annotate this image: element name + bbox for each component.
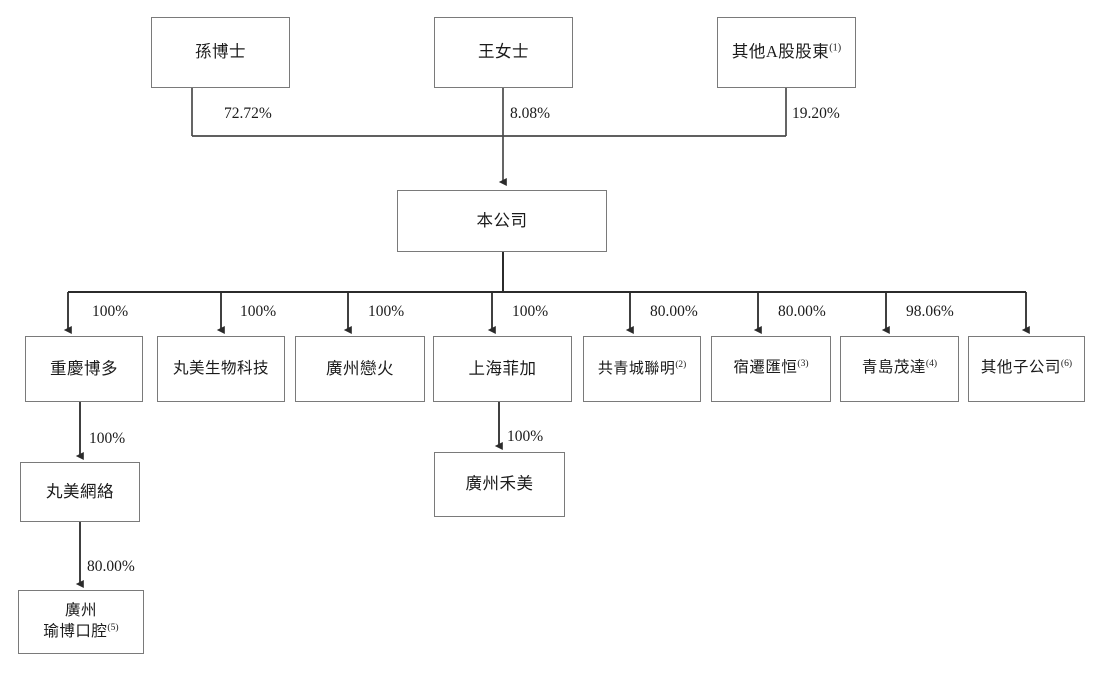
node-chongqing-boduo[interactable]: 重慶博多 bbox=[25, 336, 143, 402]
footnote-marker: (5) bbox=[107, 621, 119, 633]
node-label: 重慶博多 bbox=[50, 358, 118, 378]
node-label: 王女士 bbox=[478, 42, 529, 62]
edge-label-company-to-qingdao-maoda: 98.06% bbox=[906, 303, 954, 320]
node-label: 孫博士 bbox=[195, 42, 246, 62]
footnote-marker: (4) bbox=[925, 358, 938, 370]
edge-label-marubi-network-to-yubo: 80.00% bbox=[87, 558, 135, 575]
edge-label-sun-to-company: 72.72% bbox=[224, 105, 272, 122]
footnote-marker: (6) bbox=[1060, 358, 1073, 370]
edge-label-company-to-suqian-huiheng: 80.00% bbox=[778, 303, 826, 320]
node-wang-madam[interactable]: 王女士 bbox=[434, 17, 573, 88]
node-guangzhou-hemei[interactable]: 廣州禾美 bbox=[434, 452, 565, 517]
node-gongqingcheng-lianming[interactable]: 共青城聯明(2) bbox=[583, 336, 701, 402]
edge-label-chongqing-to-marubi-network: 100% bbox=[89, 430, 126, 447]
node-label: 上海菲加 bbox=[468, 358, 537, 378]
node-label: 廣州戀火 bbox=[326, 358, 394, 378]
node-label: 丸美生物科技 bbox=[172, 359, 269, 377]
node-label: 其他A股股東 bbox=[731, 42, 830, 62]
node-label: 宿遷匯恒 bbox=[733, 359, 798, 377]
node-label: 其他子公司 bbox=[980, 359, 1061, 377]
node-label: 本公司 bbox=[476, 210, 528, 230]
node-suqian-huiheng[interactable]: 宿遷匯恒(3) bbox=[711, 336, 831, 402]
node-guangzhou-lianhuo[interactable]: 廣州戀火 bbox=[295, 336, 425, 402]
edge-label-wang-to-company: 8.08% bbox=[510, 105, 551, 122]
node-label: 廣州 瑜博口腔 bbox=[43, 602, 108, 641]
node-sun-doctor[interactable]: 孫博士 bbox=[151, 17, 290, 88]
node-label: 共青城聯明 bbox=[597, 360, 676, 377]
edge-label-company-to-chongqing-boduo: 100% bbox=[92, 303, 129, 320]
node-other-a-share-holders[interactable]: 其他A股股東(1) bbox=[717, 17, 856, 88]
node-label: 廣州禾美 bbox=[465, 474, 534, 494]
node-shanghai-feijia[interactable]: 上海菲加 bbox=[433, 336, 572, 402]
footnote-marker: (3) bbox=[797, 358, 809, 370]
footnote-marker: (2) bbox=[675, 359, 687, 370]
node-other-subsidiaries[interactable]: 其他子公司(6) bbox=[968, 336, 1085, 402]
node-guangzhou-yubo-dental[interactable]: 廣州 瑜博口腔(5) bbox=[18, 590, 144, 654]
node-label: 青島茂達 bbox=[861, 359, 926, 377]
edge-label-company-to-guangzhou-lianhuo: 100% bbox=[368, 303, 405, 320]
edge-label-company-to-gongqingcheng-lianming: 80.00% bbox=[650, 303, 698, 320]
edge-label-others-to-company: 19.20% bbox=[792, 105, 840, 122]
node-label: 丸美網絡 bbox=[46, 481, 114, 501]
node-marubi-biotech[interactable]: 丸美生物科技 bbox=[157, 336, 285, 402]
edge-label-company-to-shanghai-feijia: 100% bbox=[512, 303, 549, 320]
node-the-company[interactable]: 本公司 bbox=[397, 190, 607, 252]
node-qingdao-maoda[interactable]: 青島茂達(4) bbox=[840, 336, 959, 402]
edge-label-shanghai-feijia-to-hemei: 100% bbox=[507, 428, 544, 445]
node-marubi-network[interactable]: 丸美網絡 bbox=[20, 462, 140, 522]
footnote-marker: (1) bbox=[829, 42, 842, 54]
edge-label-company-to-marubi-biotech: 100% bbox=[240, 303, 277, 320]
